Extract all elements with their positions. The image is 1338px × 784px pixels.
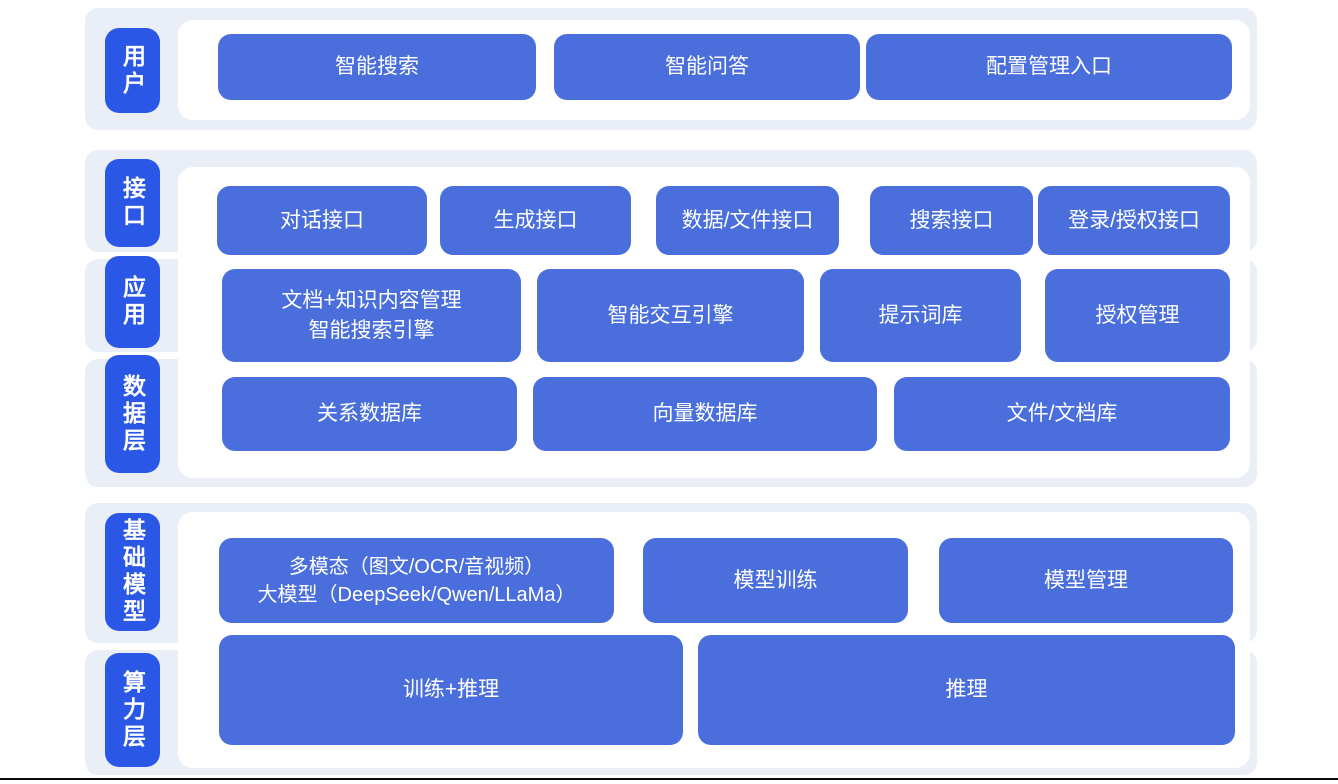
- node-model-training: 模型训练: [643, 538, 908, 623]
- node-doc-knowledge-engine: 文档+知识内容管理 智能搜索引擎: [222, 269, 521, 362]
- node-dialog-api: 对话接口: [217, 186, 427, 255]
- node-inference: 推理: [698, 635, 1235, 745]
- node-smart-search: 智能搜索: [218, 34, 536, 100]
- node-config-entry: 配置管理入口: [866, 34, 1232, 100]
- node-login-auth-api: 登录/授权接口: [1038, 186, 1230, 255]
- node-vector-db: 向量数据库: [533, 377, 877, 451]
- node-auth-management: 授权管理: [1045, 269, 1230, 362]
- layer-pill-application: 应用: [105, 256, 160, 348]
- layer-pill-data: 数据层: [105, 355, 160, 473]
- node-training-inference: 训练+推理: [219, 635, 683, 745]
- node-prompt-library: 提示词库: [820, 269, 1021, 362]
- node-search-api: 搜索接口: [870, 186, 1033, 255]
- node-multimodal-llm: 多模态（图文/OCR/音视频） 大模型（DeepSeek/Qwen/LLaMa）: [219, 538, 614, 623]
- node-file-doc-store: 文件/文档库: [894, 377, 1230, 451]
- node-model-management: 模型管理: [939, 538, 1233, 623]
- node-relational-db: 关系数据库: [222, 377, 517, 451]
- node-data-file-api: 数据/文件接口: [656, 186, 839, 255]
- layer-pill-compute: 算力层: [105, 653, 160, 767]
- bottom-divider: [0, 778, 1338, 780]
- layer-pill-interface: 接口: [105, 159, 160, 247]
- layer-pill-user: 用户: [105, 28, 160, 113]
- layer-pill-model: 基础模型: [105, 513, 160, 631]
- node-smart-qa: 智能问答: [554, 34, 860, 100]
- node-interaction-engine: 智能交互引擎: [537, 269, 804, 362]
- node-generate-api: 生成接口: [440, 186, 631, 255]
